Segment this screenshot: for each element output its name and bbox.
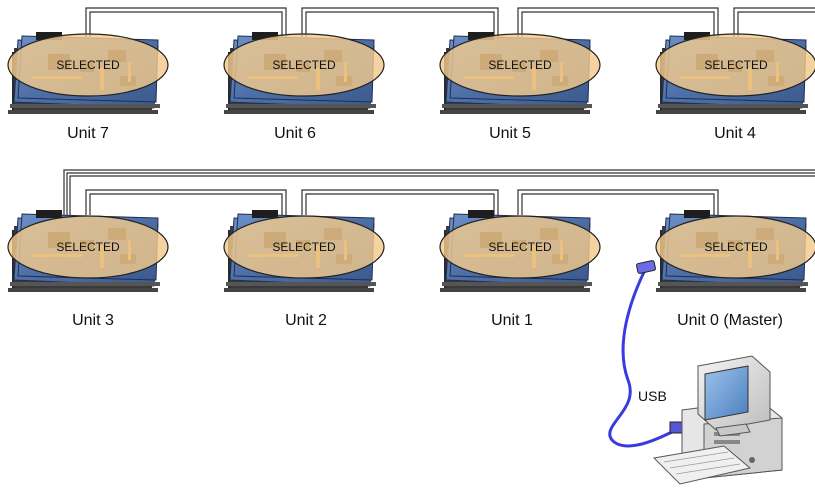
unit-4-selected-text: SELECTED	[704, 58, 768, 72]
unit-7-label: Unit 7	[67, 125, 109, 142]
unit-1-label: Unit 1	[491, 312, 533, 329]
unit-5-label: Unit 5	[489, 125, 531, 142]
unit-3-selection-ellipse[interactable]	[7, 215, 169, 279]
unit-6-label: Unit 6	[274, 125, 316, 142]
unit-1-selected-text: SELECTED	[488, 240, 552, 254]
usb-cable	[608, 260, 687, 448]
unit-0-selected-text: SELECTED	[704, 240, 768, 254]
unit-5-selected-text: SELECTED	[488, 58, 552, 72]
unit-5-selection-ellipse[interactable]	[439, 33, 601, 97]
unit-3-selected-text: SELECTED	[56, 240, 120, 254]
usb-label: USB	[638, 388, 667, 404]
unit-1-selection-ellipse[interactable]	[439, 215, 601, 279]
unit-2-selected-text: SELECTED	[272, 240, 336, 254]
unit-0-selection-ellipse[interactable]	[655, 215, 815, 279]
unit-4-selection-ellipse[interactable]	[655, 33, 815, 97]
unit-6-selected-text: SELECTED	[272, 58, 336, 72]
unit-6-selection-ellipse[interactable]	[223, 33, 385, 97]
unit-4-label: Unit 4	[714, 125, 756, 142]
unit-2-selection-ellipse[interactable]	[223, 215, 385, 279]
unit-7-selected-text: SELECTED	[56, 58, 120, 72]
unit-2-label: Unit 2	[285, 312, 327, 329]
unit-3-label: Unit 3	[72, 312, 114, 329]
bottom-row-wires	[63, 169, 815, 215]
unit-0-label: Unit 0 (Master)	[677, 312, 783, 329]
computer-icon	[652, 355, 783, 485]
unit-7-selection-ellipse[interactable]	[7, 33, 169, 97]
usb-connector-board	[636, 260, 656, 274]
top-row-wires	[85, 7, 815, 37]
